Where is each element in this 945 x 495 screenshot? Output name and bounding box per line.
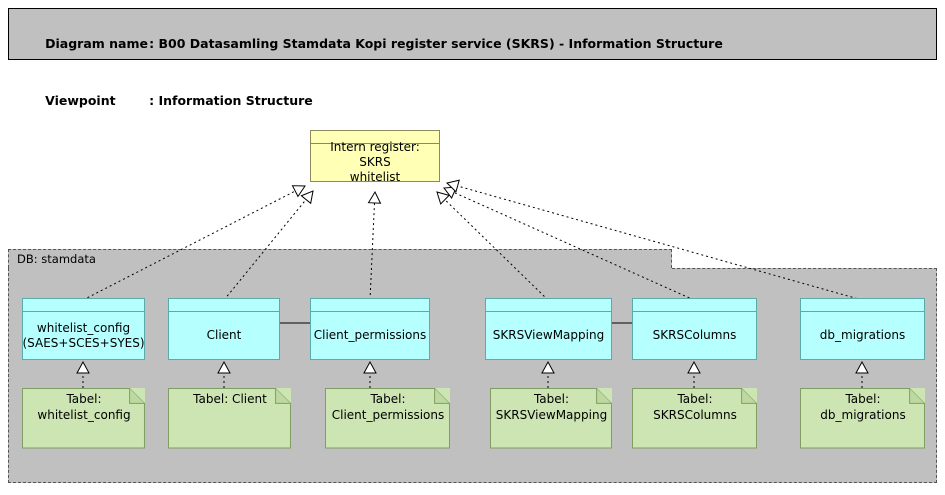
node-label: Tabel: db_migrations xyxy=(820,392,906,422)
node-tabel-skrsviewmapping[interactable]: Tabel: SKRSViewMapping xyxy=(490,388,612,449)
node-client[interactable]: Client xyxy=(168,298,280,360)
group-body xyxy=(8,268,937,483)
diagram-name-label: Diagram name xyxy=(45,36,148,51)
group-body-top-edge xyxy=(672,268,937,269)
node-label: Client_permissions xyxy=(313,328,427,342)
viewpoint-separator: : xyxy=(149,93,159,108)
node-header-strip xyxy=(23,299,144,312)
diagram-name-separator: : xyxy=(149,36,159,51)
node-header-strip xyxy=(633,299,756,312)
node-label: Tabel: SKRSViewMapping xyxy=(495,392,608,422)
node-tabel-client-permissions[interactable]: Tabel: Client_permissions xyxy=(325,388,450,449)
node-header-strip xyxy=(169,299,279,312)
node-label: Client xyxy=(206,328,242,342)
node-label: Tabel: SKRSColumns xyxy=(653,392,737,422)
artifact-fold-shape xyxy=(325,388,450,449)
viewpoint-label: Viewpoint xyxy=(45,93,116,108)
diagram-name-value: B00 Datasamling Stamdata Kopi register s… xyxy=(158,36,723,51)
node-label: Intern register: SKRS whitelist xyxy=(330,140,420,184)
node-tabel-client[interactable]: Tabel: Client xyxy=(168,388,291,449)
node-header-strip xyxy=(486,299,611,312)
diagram-name-row: Diagram name: B00 Datasamling Stamdata K… xyxy=(19,15,936,72)
viewpoint-value: Information Structure xyxy=(158,93,313,108)
node-header-strip xyxy=(311,299,429,312)
node-db-migrations[interactable]: db_migrations xyxy=(800,298,925,360)
node-skrscolumns[interactable]: SKRSColumns xyxy=(632,298,757,360)
node-label: db_migrations xyxy=(819,328,906,342)
node-header-strip xyxy=(801,299,924,312)
node-label: Tabel: Client_permissions xyxy=(331,392,445,422)
node-label: Tabel: whitelist_config xyxy=(37,392,131,422)
grouping-db-stamdata[interactable]: DB: stamdata xyxy=(8,249,937,483)
node-tabel-whitelist-config[interactable]: Tabel: whitelist_config xyxy=(22,388,145,449)
node-tabel-db-migrations[interactable]: Tabel: db_migrations xyxy=(800,388,925,449)
node-label: whitelist_config (SAES+SCES+SYES) xyxy=(22,320,145,350)
node-tabel-skrscolumns[interactable]: Tabel: SKRSColumns xyxy=(632,388,757,449)
artifact-fold-shape xyxy=(632,388,757,449)
artifact-fold-shape xyxy=(168,388,291,449)
node-skrsviewmapping[interactable]: SKRSViewMapping xyxy=(485,298,612,360)
node-client-permissions[interactable]: Client_permissions xyxy=(310,298,430,360)
node-whitelist-config[interactable]: whitelist_config (SAES+SCES+SYES) xyxy=(22,298,145,360)
node-label: SKRSViewMapping xyxy=(492,328,605,342)
node-intern-register-skrs-whitelist[interactable]: Intern register: SKRS whitelist xyxy=(310,130,440,184)
artifact-fold-shape xyxy=(22,388,145,449)
artifact-fold-shape xyxy=(490,388,612,449)
node-label: SKRSColumns xyxy=(652,328,737,342)
node-label: Tabel: Client xyxy=(193,392,267,406)
diagram-title-block: Diagram name: B00 Datasamling Stamdata K… xyxy=(8,8,937,108)
viewpoint-row: Viewpoint: Information Structure xyxy=(19,72,936,129)
artifact-fold-shape xyxy=(800,388,925,449)
group-label-tab: DB: stamdata xyxy=(8,249,672,268)
group-label-text: DB: stamdata xyxy=(17,252,96,266)
node-header-strip xyxy=(311,131,439,144)
